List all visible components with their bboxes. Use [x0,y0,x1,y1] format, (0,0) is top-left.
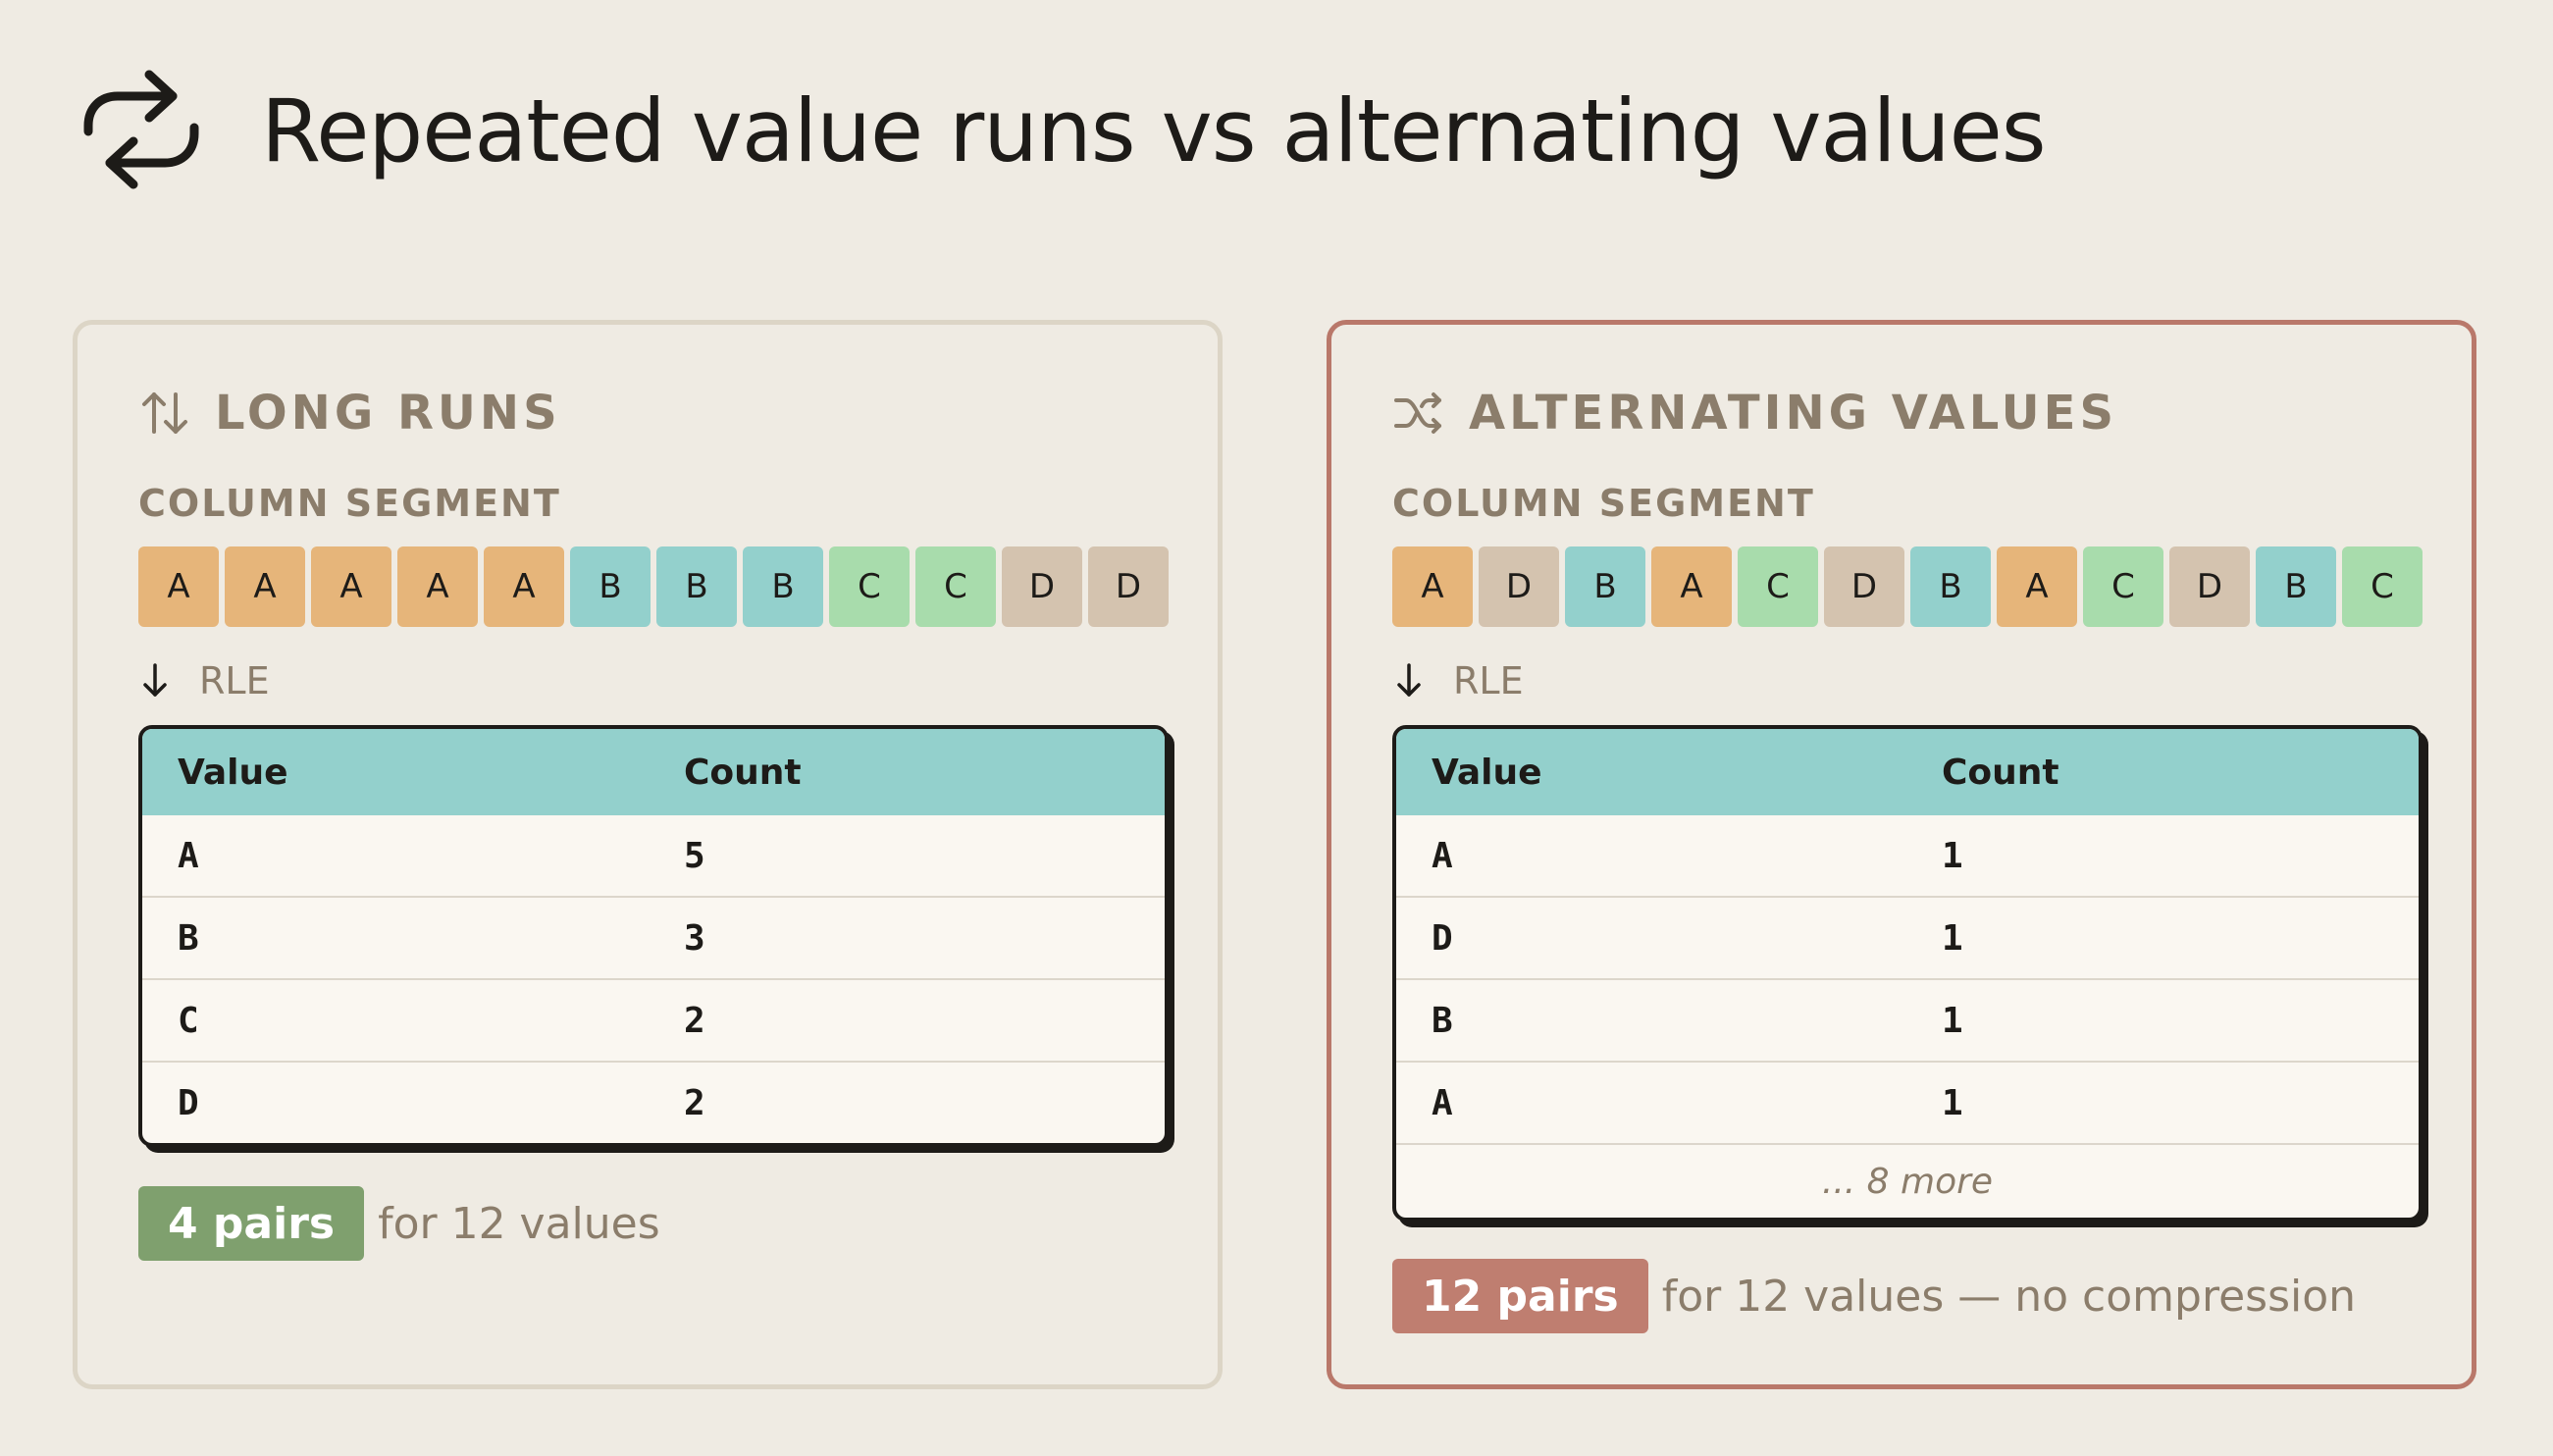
segment-cell-a: A [1651,546,1732,627]
header-count: Count [684,752,802,793]
table-header: Value Count [142,729,1165,815]
right-result: 12 pairs for 12 values — no compression [1392,1259,2356,1333]
column-segment-label: COLUMN SEGMENT [138,482,561,525]
segment-cell-a: A [311,546,391,627]
cell-count: 1 [1942,1082,1963,1123]
cell-count: 1 [1942,917,1963,959]
table-row: B 3 [142,896,1165,978]
sort-arrows-icon [142,392,187,434]
segment-cell-b: B [1565,546,1645,627]
page-title: Repeated value runs vs alternating value… [261,80,2047,182]
segment-cell-c: C [829,546,910,627]
pairs-badge: 12 pairs [1392,1259,1648,1333]
cell-value: B [1432,1000,1453,1041]
cell-value: A [1432,835,1453,876]
cell-count: 1 [1942,1000,1963,1041]
segment-cell-b: B [2256,546,2336,627]
segment-cell-a: A [1997,546,2077,627]
arrow-down-icon [1397,663,1421,697]
segment-cell-d: D [1824,546,1904,627]
table-row: C 2 [142,978,1165,1061]
cell-count: 2 [684,1000,705,1041]
long-runs-heading-label: LONG RUNS [215,386,561,441]
segment-cell-c: C [1738,546,1818,627]
table-row: A 1 [1396,1061,2419,1143]
arrow-down-icon [143,663,167,697]
more-rows-note: ... 8 more [1396,1143,2419,1218]
segment-cell-a: A [138,546,219,627]
cell-count: 5 [684,835,705,876]
rle-table: Value Count A 1 D 1 B 1 A 1 ... 8 more [1392,725,2423,1222]
table-row: D 1 [1396,896,2419,978]
cell-count: 1 [1942,835,1963,876]
rle-table: Value Count A 5 B 3 C 2 D 2 [138,725,1169,1147]
segment-cell-a: A [397,546,478,627]
segment-cell-d: D [1479,546,1559,627]
segment-cell-b: B [743,546,823,627]
header-count: Count [1942,752,2059,793]
segment-cell-a: A [1392,546,1473,627]
result-text: for 12 values — no compression [1661,1271,2357,1322]
segment-cell-d: D [2169,546,2250,627]
rle-label-row: RLE [1392,656,1524,705]
segment-cell-b: B [570,546,651,627]
alternating-heading-label: ALTERNATING VALUES [1469,386,2118,441]
cell-value: D [1432,917,1453,959]
alternating-heading: ALTERNATING VALUES [1392,384,2117,442]
segment-cell-b: B [656,546,737,627]
rle-label: RLE [199,659,270,702]
cell-value: D [178,1082,199,1123]
table-row: A 1 [1396,815,2419,896]
cell-value: B [178,917,199,959]
segment-cell-b: B [1910,546,1991,627]
rle-label: RLE [1453,659,1524,702]
segment-cell-d: D [1088,546,1169,627]
table-row: A 5 [142,815,1165,896]
segment-cell-c: C [2342,546,2423,627]
left-result: 4 pairs for 12 values [138,1186,660,1261]
cell-count: 3 [684,917,705,959]
header-value: Value [178,752,288,793]
result-text: for 12 values [378,1198,660,1249]
table-row: D 2 [142,1061,1165,1143]
segment-cell-a: A [484,546,564,627]
long-runs-heading: LONG RUNS [138,384,561,442]
cell-value: C [178,1000,199,1041]
header-value: Value [1432,752,1542,793]
table-header: Value Count [1396,729,2419,815]
shuffle-icon [1394,392,1441,434]
segment-cell-c: C [2083,546,2163,627]
table-row: B 1 [1396,978,2419,1061]
cell-value: A [178,835,199,876]
cell-count: 2 [684,1082,705,1123]
rle-label-row: RLE [138,656,270,705]
pairs-badge: 4 pairs [138,1186,365,1261]
segment-cell-c: C [915,546,996,627]
segment-cell-a: A [225,546,305,627]
cell-value: A [1432,1082,1453,1123]
repeat-icon [83,70,199,189]
column-segment-label: COLUMN SEGMENT [1392,482,1815,525]
segment-cell-d: D [1002,546,1082,627]
